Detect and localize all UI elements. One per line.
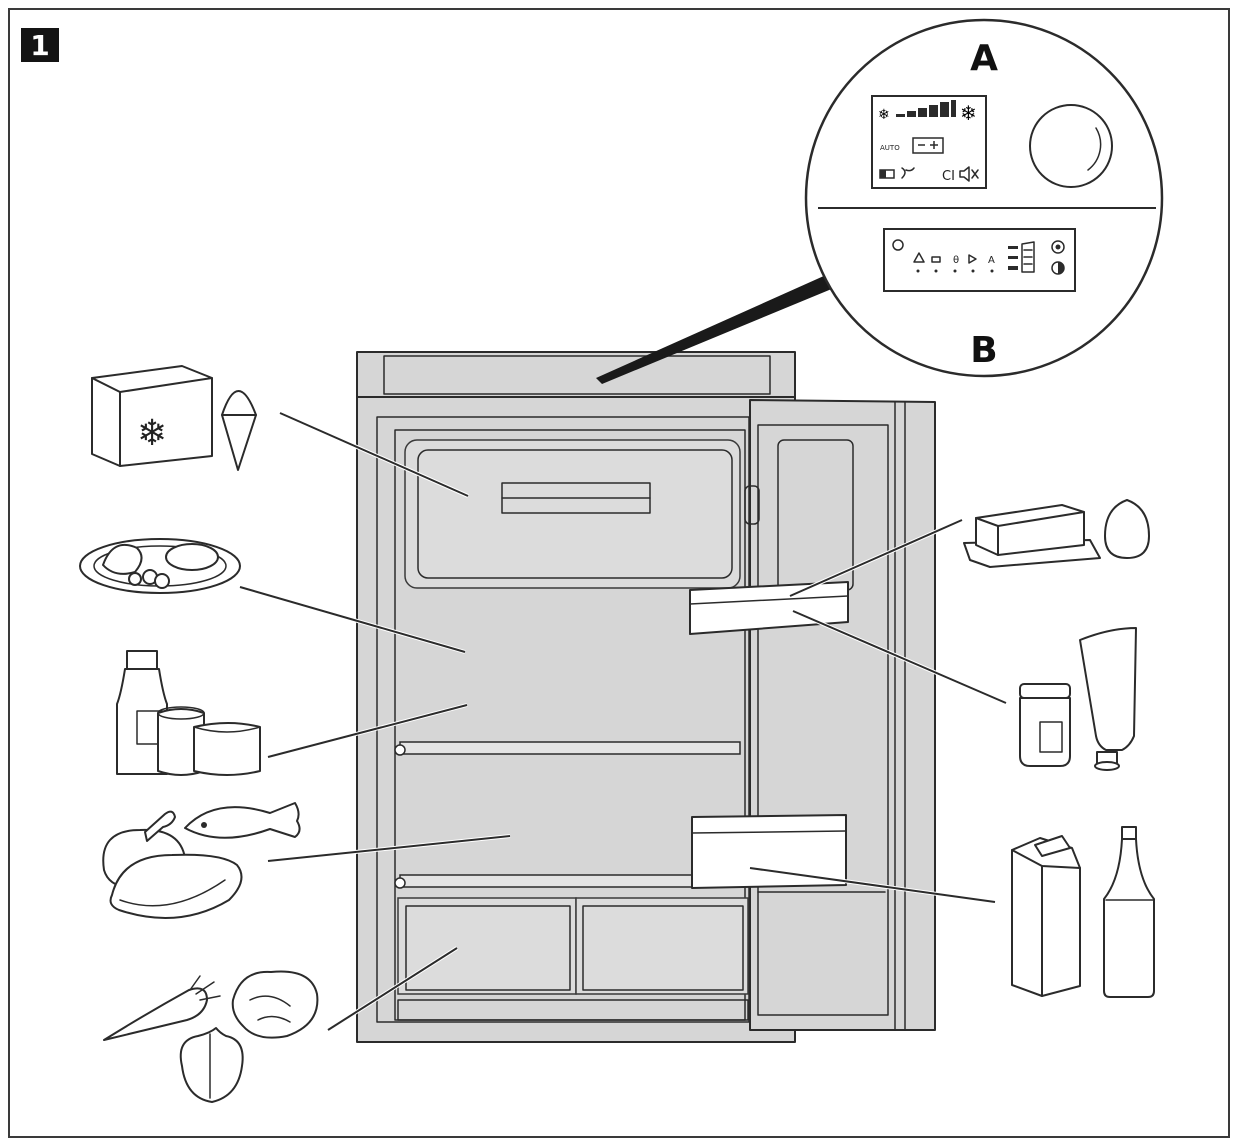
control-panel-a: ❄ ❄ AUTO CI — [871, 95, 987, 189]
freezer-box-icon: ❄ — [91, 365, 213, 467]
theta-icon: θ — [953, 255, 959, 266]
warning-icon — [913, 252, 925, 263]
milk-carton-icon — [1011, 835, 1081, 997]
indicator-dots — [916, 269, 994, 273]
control-strip — [356, 351, 796, 398]
cooling-level-bars — [896, 100, 956, 117]
refrigerator — [356, 275, 936, 1043]
battery-small-icon — [931, 256, 941, 263]
power-icon[interactable] — [892, 239, 904, 251]
jar-icon — [1019, 683, 1071, 767]
tube-icon — [1079, 627, 1137, 771]
callout-label-a: A — [970, 38, 998, 79]
zoom-pointer — [596, 275, 834, 384]
svg-text:❄: ❄ — [137, 413, 167, 454]
figure-number: 1 — [21, 28, 59, 62]
glass-shelf-upper — [394, 741, 741, 756]
egg-icon — [1104, 499, 1150, 559]
snowflake-large-icon: ❄ — [960, 101, 977, 125]
ci-label: CI — [942, 169, 955, 184]
letter-a-icon: A — [988, 255, 995, 266]
temperature-level-bars — [1008, 241, 1035, 273]
leader-lines — [239, 411, 1007, 1032]
door-rack-lower — [691, 814, 847, 889]
butter-dish-icon — [963, 504, 1101, 568]
door-rack-upper — [689, 581, 849, 635]
poultry-fish-sausage-icon — [102, 802, 301, 919]
ice-cream-cone-icon — [221, 390, 257, 471]
open-door — [744, 399, 936, 1031]
display-mode-icons[interactable] — [1051, 240, 1065, 275]
speaker-mute-icon — [959, 166, 979, 182]
control-panel-callout: A B ❄ ❄ AUTO — [804, 18, 1164, 378]
battery-fan-icon — [879, 167, 915, 179]
battery-icon — [912, 137, 944, 154]
callout-label-b: B — [970, 330, 997, 371]
meat-plate-icon — [79, 538, 241, 594]
snowflake-small-icon: ❄ — [878, 107, 890, 123]
figure-frame — [8, 8, 1230, 1138]
freezer-compartment — [404, 439, 741, 589]
control-panel-b: θ A — [883, 228, 1076, 292]
auto-label: AUTO — [880, 144, 900, 152]
bottle-icon — [1103, 826, 1155, 998]
crisper-drawer-right — [575, 897, 749, 995]
control-knob[interactable] — [1029, 104, 1113, 188]
vegetables-icon — [103, 970, 319, 1103]
dairy-products-icon — [116, 650, 261, 776]
crisper-drawer-left — [397, 897, 577, 995]
play-icon — [968, 254, 977, 264]
